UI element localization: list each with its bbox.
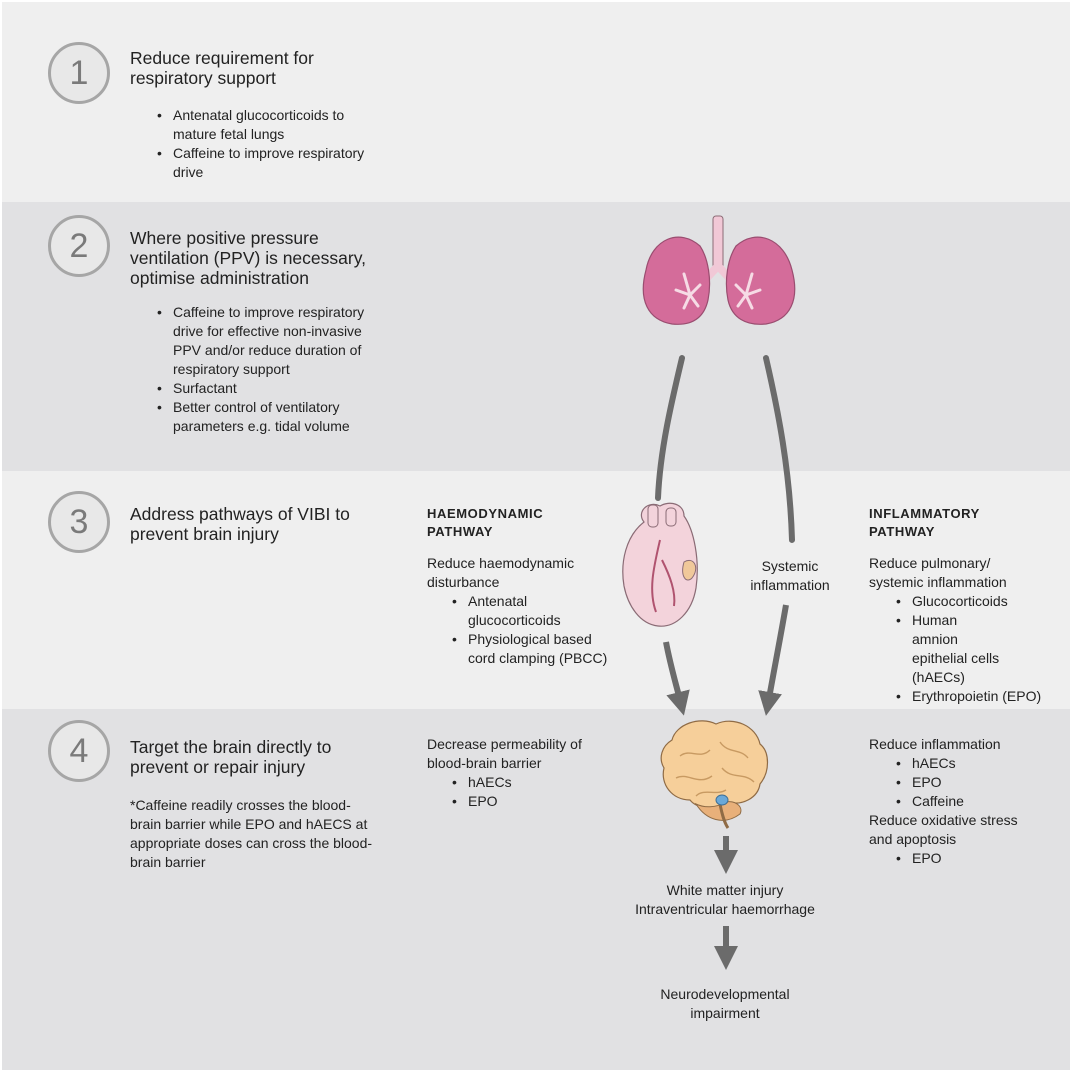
list-item: Glucocorticoids bbox=[894, 592, 1054, 611]
section-3-band bbox=[2, 471, 1070, 709]
list-item: EPO bbox=[450, 792, 570, 811]
list-item: Human amnion epithelial cells (hAECs) bbox=[894, 611, 1004, 687]
list-item: Better control of ventilatory parameters… bbox=[155, 398, 390, 436]
list-item: EPO bbox=[894, 773, 1014, 792]
outcome-line-white-matter: White matter injury bbox=[666, 882, 784, 898]
step-1-number: 1 bbox=[48, 42, 110, 104]
list-item: Caffeine bbox=[894, 792, 1014, 811]
list-item: Antenatal glucocorticoids bbox=[450, 592, 610, 630]
haemodynamic-pathway-title: HAEMODYNAMIC PATHWAY bbox=[427, 506, 544, 539]
outcome-neurodevelopmental: Neurodevelopmental impairment bbox=[600, 985, 850, 1023]
step-2-number: 2 bbox=[48, 215, 110, 277]
outcome-brain-injury: White matter injury Intraventricular hae… bbox=[600, 881, 850, 919]
step-1-bullet-list: Antenatal glucocorticoids to mature feta… bbox=[155, 106, 365, 182]
list-item: Caffeine to improve respiratory drive bbox=[155, 144, 365, 182]
list-item: EPO bbox=[894, 849, 1014, 868]
list-item: hAECs bbox=[450, 773, 570, 792]
step-4-number: 4 bbox=[48, 720, 110, 782]
step-4-note: *Caffeine readily crosses the blood-brai… bbox=[130, 797, 373, 870]
brain-inflammation-bullet-list: hAECs EPO Caffeine bbox=[894, 754, 1014, 811]
outcome-line-neuro-1: Neurodevelopmental bbox=[660, 986, 790, 1002]
list-item: Antenatal glucocorticoids to mature feta… bbox=[155, 106, 365, 144]
inflammatory-pathway-title: INFLAMMATORY PATHWAY bbox=[869, 506, 980, 539]
step-4-heading: Target the brain directly to prevent or … bbox=[130, 737, 332, 777]
step-1-heading: Reduce requirement for respiratory suppo… bbox=[130, 48, 314, 88]
oxidative-stress-bullet-list: EPO bbox=[894, 849, 1014, 868]
brain-inflammation-intro: Reduce inflammation bbox=[869, 736, 1001, 752]
step-3-number: 3 bbox=[48, 491, 110, 553]
inflammatory-bullet-list: Glucocorticoids Human amnion epithelial … bbox=[894, 592, 1054, 706]
list-item: Erythropoietin (EPO) bbox=[894, 687, 1054, 706]
step-2-bullet-list: Caffeine to improve respiratory drive fo… bbox=[155, 303, 390, 436]
outcome-line-ivh: Intraventricular haemorrhage bbox=[635, 901, 815, 917]
section-4-band bbox=[2, 709, 1070, 1070]
list-item: Surfactant bbox=[155, 379, 390, 398]
haemodynamic-intro: Reduce haemodynamic disturbance bbox=[427, 555, 575, 590]
inflammatory-intro: Reduce pulmonary/ systemic inflammation bbox=[869, 555, 1007, 590]
blood-brain-barrier-bullet-list: hAECs EPO bbox=[450, 773, 570, 811]
outcome-line-neuro-2: impairment bbox=[690, 1005, 760, 1021]
haemodynamic-bullet-list: Antenatal glucocorticoids Physiological … bbox=[450, 592, 610, 668]
step-3-heading: Address pathways of VIBI to prevent brai… bbox=[130, 504, 350, 544]
list-item: Physiological based cord clamping (PBCC) bbox=[450, 630, 610, 668]
list-item: hAECs bbox=[894, 754, 1014, 773]
blood-brain-barrier-intro: Decrease permeability of blood-brain bar… bbox=[427, 736, 582, 771]
oxidative-stress-intro: Reduce oxidative stress and apoptosis bbox=[869, 812, 1018, 847]
step-2-heading: Where positive pressure ventilation (PPV… bbox=[130, 228, 367, 288]
systemic-inflammation-label: Systemic inflammation bbox=[750, 558, 830, 593]
list-item: Caffeine to improve respiratory drive fo… bbox=[155, 303, 390, 379]
